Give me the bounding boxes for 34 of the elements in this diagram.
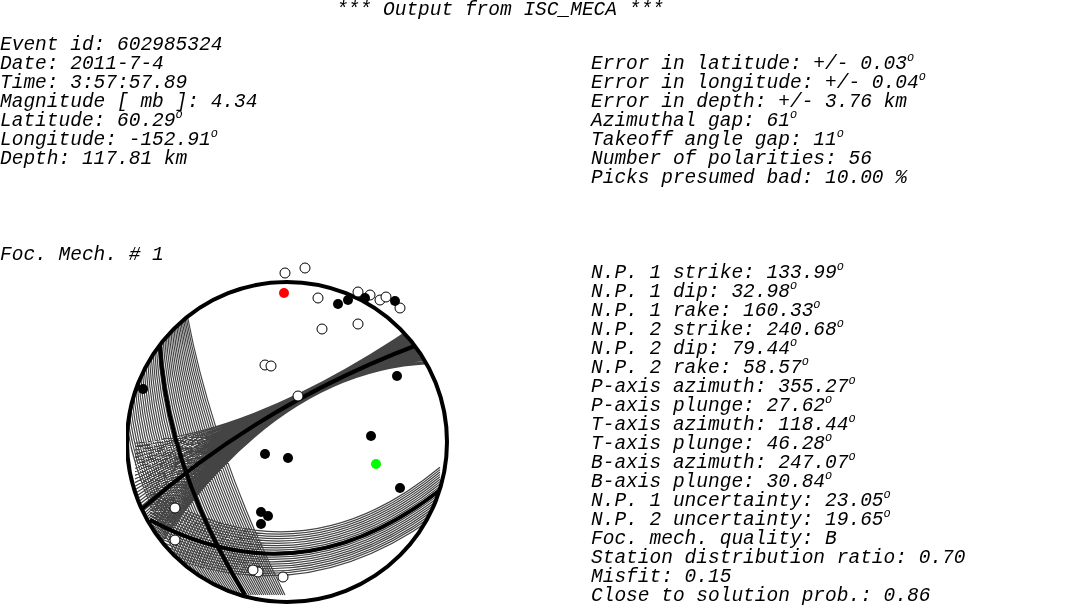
parameter-text: Error in depth: +/- 3.76 km bbox=[591, 93, 907, 112]
parameter-text: Foc. mech. quality: B bbox=[591, 530, 837, 549]
parameter-text: Longitude: -152.91$^{o}$ bbox=[0, 131, 218, 150]
parameter-text: Latitude: 60.29$^{o}$ bbox=[0, 112, 183, 131]
parameter-text: Picks presumed bad: 10.00 % bbox=[591, 169, 907, 188]
parameter-text: Azimuthal gap: 61$^{o}$ bbox=[591, 112, 798, 131]
parameter-text: N.P. 1 uncertainty: 23.05$^{o}$ bbox=[591, 492, 891, 511]
parameter-text: Event id: 602985324 bbox=[0, 36, 223, 55]
parameter-text: N.P. 1 rake: 160.33$^{o}$ bbox=[591, 302, 821, 321]
parameter-text: N.P. 2 strike: 240.68$^{o}$ bbox=[591, 321, 844, 340]
parameter-text: N.P. 2 rake: 58.57$^{o}$ bbox=[591, 359, 809, 378]
parameter-text: P-axis azimuth: 355.27$^{o}$ bbox=[591, 378, 856, 397]
parameter-text: Station distribution ratio: 0.70 bbox=[591, 549, 966, 568]
parameter-text: Misfit: 0.15 bbox=[591, 568, 732, 587]
parameter-text: Close to solution prob.: 0.86 bbox=[591, 587, 931, 606]
parameter-text: Error in longitude: +/- 0.04$^{o}$ bbox=[591, 74, 926, 93]
parameter-text: P-axis plunge: 27.62$^{o}$ bbox=[591, 397, 833, 416]
parameter-text: N.P. 1 dip: 32.98$^{o}$ bbox=[591, 283, 798, 302]
parameter-text: Magnitude [ mb ]: 4.34 bbox=[0, 93, 258, 112]
parameter-text: Time: 3:57:57.89 bbox=[0, 74, 188, 93]
parameter-text: B-axis plunge: 30.84$^{o}$ bbox=[591, 473, 833, 492]
parameter-text: T-axis plunge: 46.28$^{o}$ bbox=[591, 435, 833, 454]
parameter-text: Depth: 117.81 km bbox=[0, 150, 188, 169]
parameter-text: Number of polarities: 56 bbox=[591, 150, 872, 169]
title: *** Output from ISC_MECA *** bbox=[335, 0, 665, 20]
parameter-text: N.P. 2 dip: 79.44$^{o}$ bbox=[591, 340, 798, 359]
parameter-text: Error in latitude: +/- 0.03$^{o}$ bbox=[591, 55, 915, 74]
parameter-text: Foc. Mech. # 1 bbox=[0, 246, 164, 265]
parameter-text: T-axis azimuth: 118.44$^{o}$ bbox=[591, 416, 856, 435]
parameter-text: Date: 2011-7-4 bbox=[0, 55, 164, 74]
parameter-text: Takeoff angle gap: 11$^{o}$ bbox=[591, 131, 844, 150]
parameter-text: B-axis azimuth: 247.07$^{o}$ bbox=[591, 454, 856, 473]
parameter-text: N.P. 2 uncertainty: 19.65$^{o}$ bbox=[591, 511, 891, 530]
parameter-text: N.P. 1 strike: 133.99$^{o}$ bbox=[591, 264, 844, 283]
